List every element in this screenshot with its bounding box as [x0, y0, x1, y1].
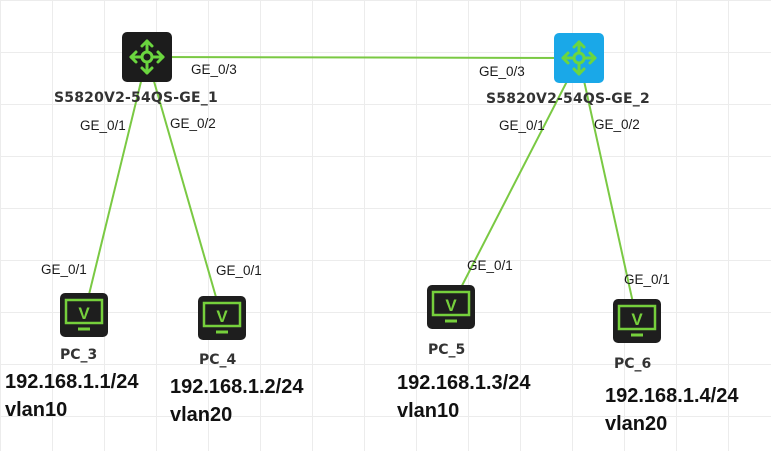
pc-3-ip: 192.168.1.1/24 [5, 371, 139, 393]
port-label-pc6-ge01: GE_0/1 [624, 272, 670, 287]
port-label-sw1-ge03: GE_0/3 [191, 62, 237, 77]
pc-4-ip: 192.168.1.2/24 [170, 376, 304, 398]
switch-2-name: S5820V2-54QS-GE_2 [486, 91, 650, 107]
svg-text:V: V [631, 310, 643, 329]
pc-5-name: PC_5 [428, 342, 466, 358]
pc-monitor-icon: V [60, 293, 108, 337]
port-label-pc4-ge01: GE_0/1 [216, 263, 262, 278]
link-sw2-pc5[interactable] [450, 57, 580, 308]
link-sw1-sw2[interactable] [146, 56, 580, 59]
port-label-pc5-ge01: GE_0/1 [467, 258, 513, 273]
pc-3-name: PC_3 [60, 347, 98, 363]
pc-6-vlan: vlan20 [605, 413, 668, 435]
port-label-sw1-ge02: GE_0/2 [170, 116, 216, 131]
pc-monitor-icon: V [198, 296, 246, 340]
port-label-sw2-ge03: GE_0/3 [479, 64, 525, 79]
pc-4-name: PC_4 [199, 352, 237, 368]
port-label-sw2-ge01: GE_0/1 [499, 118, 545, 133]
pc-3-vlan: vlan10 [5, 399, 68, 421]
pc-6-name: PC_6 [614, 356, 652, 372]
port-label-sw1-ge01: GE_0/1 [80, 118, 126, 133]
pc-6-node[interactable]: V [613, 299, 661, 343]
pc-5-ip: 192.168.1.3/24 [397, 372, 531, 394]
pc-4-node[interactable]: V [198, 296, 246, 340]
pc-monitor-icon: V [613, 299, 661, 343]
switch-icon [122, 32, 172, 82]
switch-icon [554, 33, 604, 83]
pc-5-node[interactable]: V [427, 285, 475, 329]
svg-text:V: V [78, 304, 90, 323]
svg-text:V: V [216, 307, 228, 326]
link-sw1-pc4[interactable] [146, 56, 223, 319]
pc-4-vlan: vlan20 [170, 404, 233, 426]
pc-6-ip: 192.168.1.4/24 [605, 385, 739, 407]
svg-text:V: V [445, 296, 457, 315]
link-sw1-pc3[interactable] [83, 56, 148, 316]
link-sw2-pc6[interactable] [578, 57, 638, 322]
pc-monitor-icon: V [427, 285, 475, 329]
pc-5-vlan: vlan10 [397, 400, 460, 422]
port-label-sw2-ge02: GE_0/2 [594, 117, 640, 132]
port-label-pc3-ge01: GE_0/1 [41, 262, 87, 277]
pc-3-node[interactable]: V [60, 293, 108, 337]
links-layer [83, 56, 638, 322]
switch-1-node[interactable] [122, 32, 172, 82]
switch-1-name: S5820V2-54QS-GE_1 [54, 90, 218, 106]
switch-2-node[interactable] [554, 33, 604, 83]
